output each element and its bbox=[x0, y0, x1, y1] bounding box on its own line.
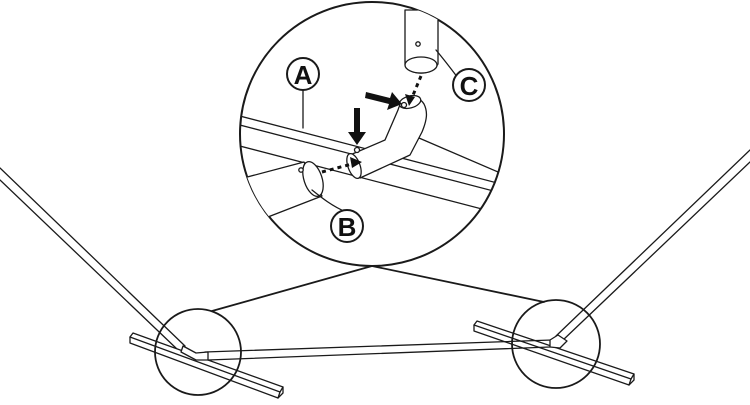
leader-line-left bbox=[211, 265, 373, 312]
tube-b-end bbox=[302, 161, 324, 197]
arrow-down-icon bbox=[348, 108, 366, 145]
tube-c-end bbox=[404, 56, 438, 74]
callout-c-label: C bbox=[460, 71, 479, 101]
leader-line-right bbox=[371, 265, 545, 303]
left-joint bbox=[180, 345, 209, 361]
callout-b-label: B bbox=[338, 212, 357, 242]
callout-a-circle bbox=[286, 57, 320, 91]
tube-b-hole bbox=[298, 167, 304, 173]
right-pole bbox=[555, 149, 750, 342]
right-base-bar-end bbox=[628, 373, 635, 386]
callout-c: C bbox=[452, 68, 486, 102]
cross-tube bbox=[204, 339, 553, 361]
right-joint bbox=[549, 334, 568, 349]
left-pole bbox=[0, 167, 186, 351]
arrow-right-icon bbox=[365, 92, 402, 110]
elbow-hole-left bbox=[353, 146, 361, 154]
callout-a-label: A bbox=[294, 60, 313, 90]
left-base-bar bbox=[129, 332, 284, 393]
magnifier-circle bbox=[239, 1, 505, 267]
frame-overview bbox=[0, 149, 750, 399]
callout-c-circle bbox=[452, 68, 486, 102]
insert-line-b bbox=[321, 162, 353, 174]
elbow-hole-top bbox=[400, 101, 408, 109]
left-base-bar-end bbox=[277, 386, 284, 399]
insert-arrowhead-c bbox=[405, 94, 415, 106]
insert-arrowhead-b bbox=[350, 157, 362, 168]
left-detail-circle bbox=[154, 308, 242, 396]
right-detail-circle bbox=[511, 299, 601, 389]
right-base-bar-side bbox=[473, 324, 632, 386]
callout-b-circle bbox=[330, 209, 364, 243]
detail-brace bbox=[411, 134, 504, 176]
callout-a: A bbox=[286, 57, 320, 91]
right-base-bar bbox=[473, 320, 635, 380]
tube-c-hole bbox=[415, 41, 421, 47]
left-base-bar-side bbox=[129, 336, 281, 399]
callout-b: B bbox=[330, 209, 364, 243]
